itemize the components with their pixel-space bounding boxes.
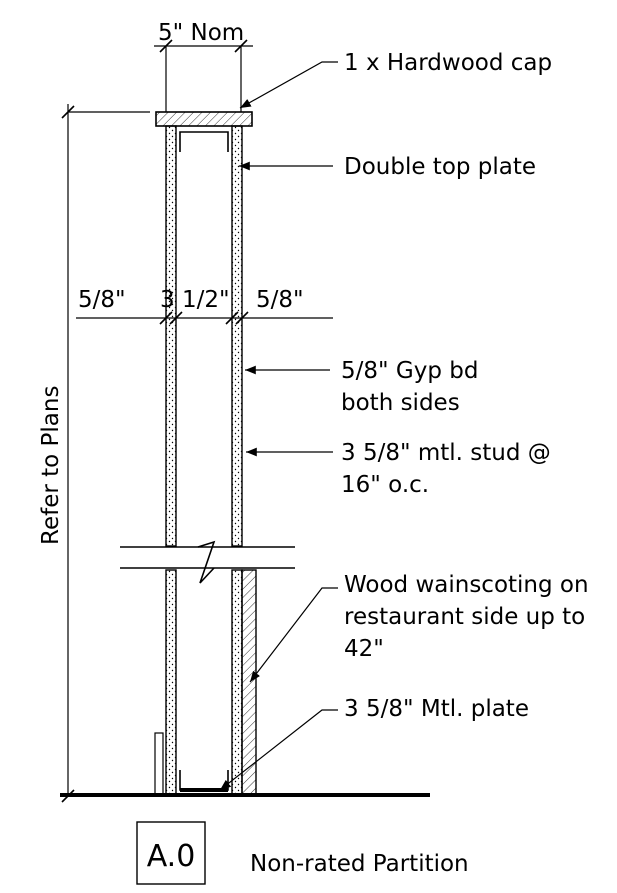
callout-gyp-line2: both sides bbox=[341, 390, 460, 416]
top-dimension-label: 5" Nom bbox=[158, 20, 244, 46]
right-gyp-board bbox=[231, 125, 243, 547]
callout-cap: 1 x Hardwood cap bbox=[344, 50, 552, 76]
height-dimension: Refer to Plans bbox=[38, 104, 150, 803]
base-trim bbox=[154, 732, 164, 796]
detail-tag-code: A.0 bbox=[147, 839, 196, 874]
callout-top-plate: Double top plate bbox=[344, 154, 536, 180]
top-dimension: 5" Nom bbox=[154, 20, 253, 112]
callout-gyp-line1: 5/8" Gyp bd bbox=[341, 358, 478, 384]
callout-wainscot-line1: Wood wainscoting on bbox=[344, 572, 589, 598]
callout-wainscot-line3: 42" bbox=[344, 636, 384, 662]
callout-metal-plate: 3 5/8" Mtl. plate bbox=[344, 696, 529, 722]
partition-wall bbox=[60, 111, 430, 797]
wall-thickness-dimension: 5/8" 3 1/2" 5/8" bbox=[76, 287, 333, 325]
detail-tag: A.0 Non-rated Partition bbox=[136, 821, 469, 885]
dim-left-board: 5/8" bbox=[78, 287, 126, 313]
wood-wainscoting bbox=[241, 569, 257, 795]
callout-wainscot-line2: restaurant side up to bbox=[344, 604, 585, 630]
callout-leaders bbox=[219, 61, 338, 791]
detail-tag-box bbox=[136, 821, 206, 885]
left-gyp-board bbox=[165, 125, 177, 547]
dim-right-board: 5/8" bbox=[256, 287, 304, 313]
dim-stud: 3 1/2" bbox=[160, 287, 230, 313]
height-dimension-label: Refer to Plans bbox=[38, 386, 64, 545]
hardwood-cap bbox=[155, 111, 253, 127]
detail-tag-caption: Non-rated Partition bbox=[250, 851, 469, 877]
callout-stud-line1: 3 5/8" mtl. stud @ bbox=[341, 440, 551, 466]
callout-stud-line2: 16" o.c. bbox=[341, 472, 429, 498]
